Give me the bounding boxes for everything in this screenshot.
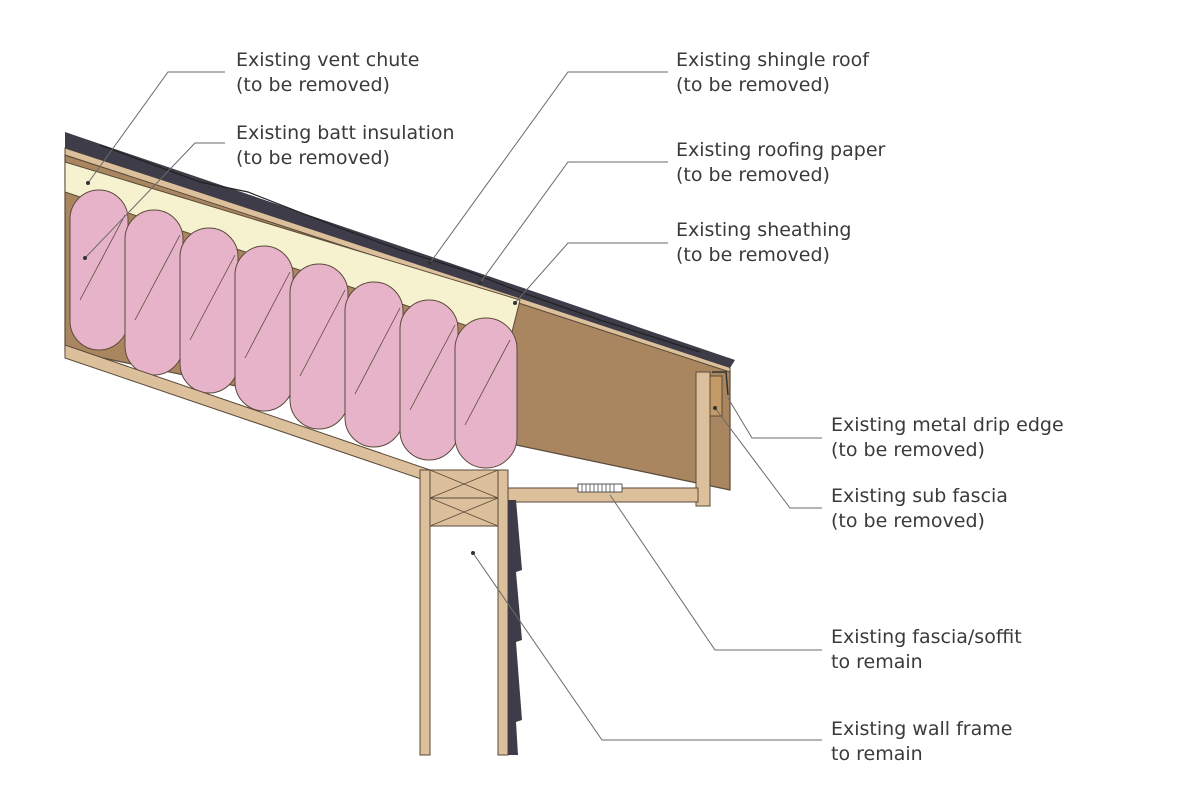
metal-drip-edge (712, 371, 729, 396)
label-roofing-paper-line2: (to be removed) (676, 163, 830, 186)
fascia-board (709, 375, 723, 417)
label-sheathing-line1: Existing sheathing (676, 219, 852, 241)
leader-vent-chute (87, 71, 225, 184)
label-wall-frame-line1: Existing wall frame (831, 718, 1013, 740)
leader-fascia-soffit (609, 494, 822, 651)
batt-insulation (69, 189, 518, 469)
shingle-roof (65, 132, 735, 368)
label-metal-drip-edge-line2: (to be removed) (831, 438, 985, 461)
leader-lines (84, 71, 822, 741)
label-roofing-paper-line1: Existing roofing paper (676, 139, 886, 161)
leader-sub-fascia (714, 407, 822, 509)
label-sheathing: Existing sheathing (to be removed) (676, 218, 851, 267)
label-batt-insulation: Existing batt insulation (to be removed) (236, 121, 455, 170)
label-vent-chute-line2: (to be removed) (236, 73, 390, 96)
label-batt-insulation-line2: (to be removed) (236, 146, 390, 169)
label-fascia-soffit: Existing fascia/soffit to remain (831, 625, 1022, 674)
leader-shingle (429, 71, 668, 264)
soffit-vent (577, 483, 623, 493)
leader-paper (479, 161, 668, 284)
label-sub-fascia-line1: Existing sub fascia (831, 485, 1008, 507)
label-roofing-paper: Existing roofing paper (to be removed) (676, 138, 885, 187)
label-sub-fascia: Existing sub fascia (to be removed) (831, 484, 1008, 533)
label-sub-fascia-line2: (to be removed) (831, 509, 985, 532)
label-metal-drip-edge-line1: Existing metal drip edge (831, 414, 1064, 436)
sub-fascia (695, 371, 711, 507)
label-wall-frame: Existing wall frame to remain (831, 717, 1012, 766)
label-vent-chute: Existing vent chute (to be removed) (236, 48, 419, 97)
label-metal-drip-edge: Existing metal drip edge (to be removed) (831, 413, 1064, 462)
wall-siding (508, 500, 522, 755)
label-shingle-roof-line2: (to be removed) (676, 73, 830, 96)
leader-wall-frame (472, 552, 822, 741)
label-batt-insulation-line1: Existing batt insulation (236, 122, 455, 144)
leader-dots (83, 181, 717, 555)
label-vent-chute-line1: Existing vent chute (236, 49, 420, 71)
label-shingle-roof-line1: Existing shingle roof (676, 49, 869, 71)
leader-sheathing (514, 242, 668, 304)
label-shingle-roof: Existing shingle roof (to be removed) (676, 48, 869, 97)
leader-drip-edge (727, 397, 822, 439)
label-sheathing-line2: (to be removed) (676, 243, 830, 266)
label-wall-frame-line2: to remain (831, 742, 923, 765)
label-fascia-soffit-line2: to remain (831, 650, 923, 673)
top-plates (429, 469, 499, 527)
leader-batt (84, 142, 225, 259)
label-fascia-soffit-line1: Existing fascia/soffit (831, 626, 1022, 648)
